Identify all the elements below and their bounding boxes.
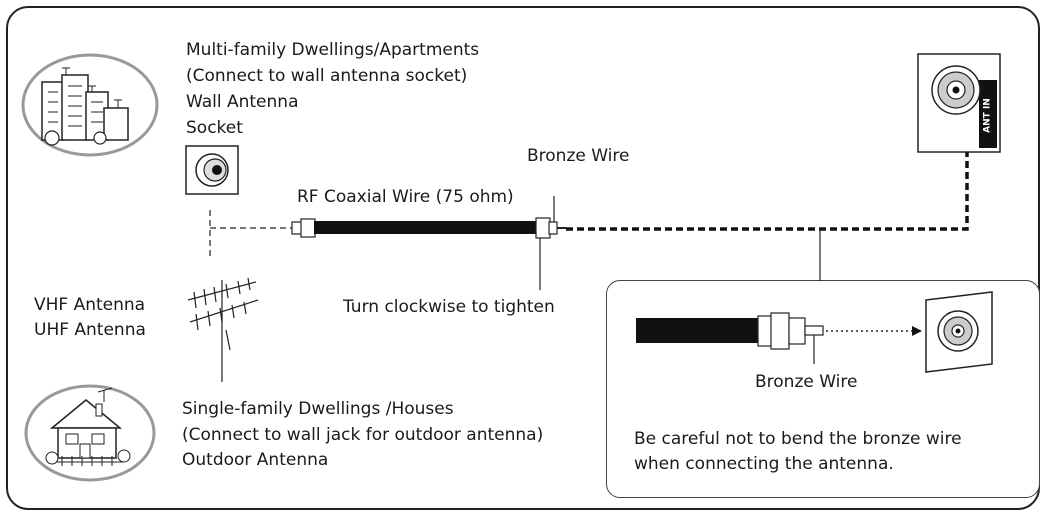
uhf-antenna-label: UHF Antenna bbox=[34, 320, 146, 340]
inset-cable-closeup bbox=[636, 312, 922, 364]
diagram-frame bbox=[6, 6, 1040, 510]
inset-bronze-wire-label: Bronze Wire bbox=[755, 372, 858, 392]
wall-antenna-label: Wall Antenna bbox=[186, 92, 299, 112]
connection-lead-lines bbox=[209, 210, 292, 256]
vhf-antenna-label: VHF Antenna bbox=[34, 295, 146, 315]
wall-antenna-socket-icon bbox=[185, 145, 239, 195]
ant-in-label: ANT IN bbox=[982, 98, 993, 133]
rf-coaxial-cable bbox=[291, 196, 566, 290]
outdoor-antenna-label: Outdoor Antenna bbox=[182, 450, 329, 470]
turn-clockwise-label: Turn clockwise to tighten bbox=[343, 297, 555, 317]
apartments-title: Multi-family Dwellings/Apartments bbox=[186, 40, 480, 60]
houses-title: Single-family Dwellings /Houses bbox=[182, 399, 454, 419]
caution-line-2: when connecting the antenna. bbox=[634, 454, 894, 474]
tv-connection-line bbox=[566, 110, 969, 231]
apartment-building-icon bbox=[21, 53, 159, 157]
bronze-wire-label: Bronze Wire bbox=[527, 146, 630, 166]
house-icon bbox=[24, 384, 156, 482]
vhf-uhf-antenna-icon bbox=[187, 277, 259, 382]
caution-line-1: Be careful not to bend the bronze wire bbox=[634, 429, 962, 449]
tv-ant-in-panel bbox=[917, 53, 1001, 153]
inset-wall-socket-icon bbox=[925, 291, 993, 373]
rf-coaxial-wire-label: RF Coaxial Wire (75 ohm) bbox=[297, 187, 514, 207]
apartments-subtitle: (Connect to wall antenna socket) bbox=[186, 66, 468, 86]
houses-subtitle: (Connect to wall jack for outdoor antenn… bbox=[182, 425, 544, 445]
socket-label: Socket bbox=[186, 118, 243, 138]
